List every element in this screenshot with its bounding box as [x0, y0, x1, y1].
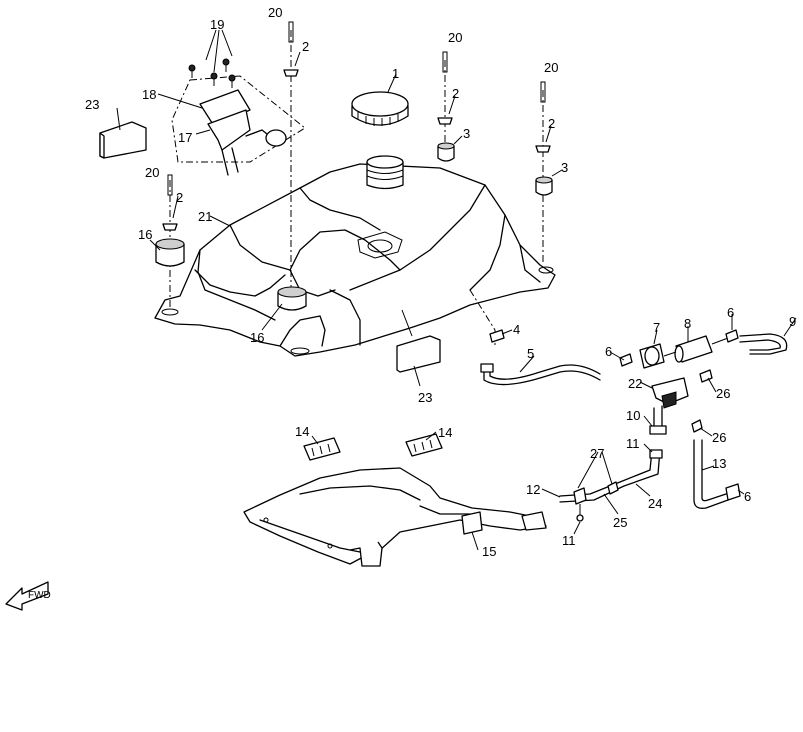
callout-numbers: 1 2 2 2 2 3 3 4 5 6 6 6 7 8 9 10 11 11 1… — [85, 5, 796, 559]
callout-6: 6 — [727, 305, 734, 320]
callout-3: 3 — [561, 160, 568, 175]
callout-11: 11 — [626, 436, 640, 451]
callout-1: 1 — [392, 66, 399, 81]
callout-20: 20 — [448, 30, 462, 45]
leader-lines — [116, 29, 797, 551]
callout-22: 22 — [628, 376, 642, 391]
callout-10: 10 — [626, 408, 640, 423]
callout-20: 20 — [145, 165, 159, 180]
callout-2: 2 — [548, 116, 555, 131]
callout-11: 11 — [562, 533, 576, 548]
callout-13: 13 — [712, 456, 726, 471]
callout-19: 19 — [210, 17, 224, 32]
callout-15: 15 — [482, 544, 496, 559]
mount-hardware — [155, 21, 553, 311]
callout-24: 24 — [648, 496, 662, 511]
callout-14: 14 — [295, 424, 309, 439]
callout-21: 21 — [198, 209, 212, 224]
callout-6: 6 — [605, 344, 612, 359]
callout-26: 26 — [712, 430, 726, 445]
fuel-line-system — [469, 289, 788, 522]
callout-23: 23 — [418, 390, 432, 405]
callout-3: 3 — [463, 126, 470, 141]
callout-2: 2 — [176, 190, 183, 205]
callout-26: 26 — [716, 386, 730, 401]
callout-16: 16 — [250, 330, 264, 345]
callout-23: 23 — [85, 97, 99, 112]
fuel-cap — [351, 91, 409, 126]
warning-label-lower — [396, 335, 441, 373]
callout-5: 5 — [527, 346, 534, 361]
callout-4: 4 — [513, 322, 520, 337]
forward-arrow: FWD — [5, 581, 51, 611]
fuel-sender-assembly — [171, 58, 306, 176]
warning-label-upper — [99, 121, 147, 159]
callout-9: 9 — [789, 314, 796, 329]
callout-20: 20 — [544, 60, 558, 75]
callout-2: 2 — [452, 86, 459, 101]
callout-14: 14 — [438, 425, 452, 440]
callout-18: 18 — [142, 87, 156, 102]
callout-20: 20 — [268, 5, 282, 20]
forward-arrow-label: FWD — [28, 590, 51, 601]
callout-25: 25 — [613, 515, 627, 530]
fuel-tank — [154, 155, 556, 357]
callout-12: 12 — [526, 482, 540, 497]
callout-7: 7 — [653, 320, 660, 335]
callout-6: 6 — [744, 489, 751, 504]
callout-8: 8 — [684, 316, 691, 331]
callout-17: 17 — [178, 130, 192, 145]
callout-2: 2 — [302, 39, 309, 54]
tank-under-guard — [243, 433, 547, 567]
callout-27: 27 — [590, 446, 604, 461]
callout-16: 16 — [138, 227, 152, 242]
